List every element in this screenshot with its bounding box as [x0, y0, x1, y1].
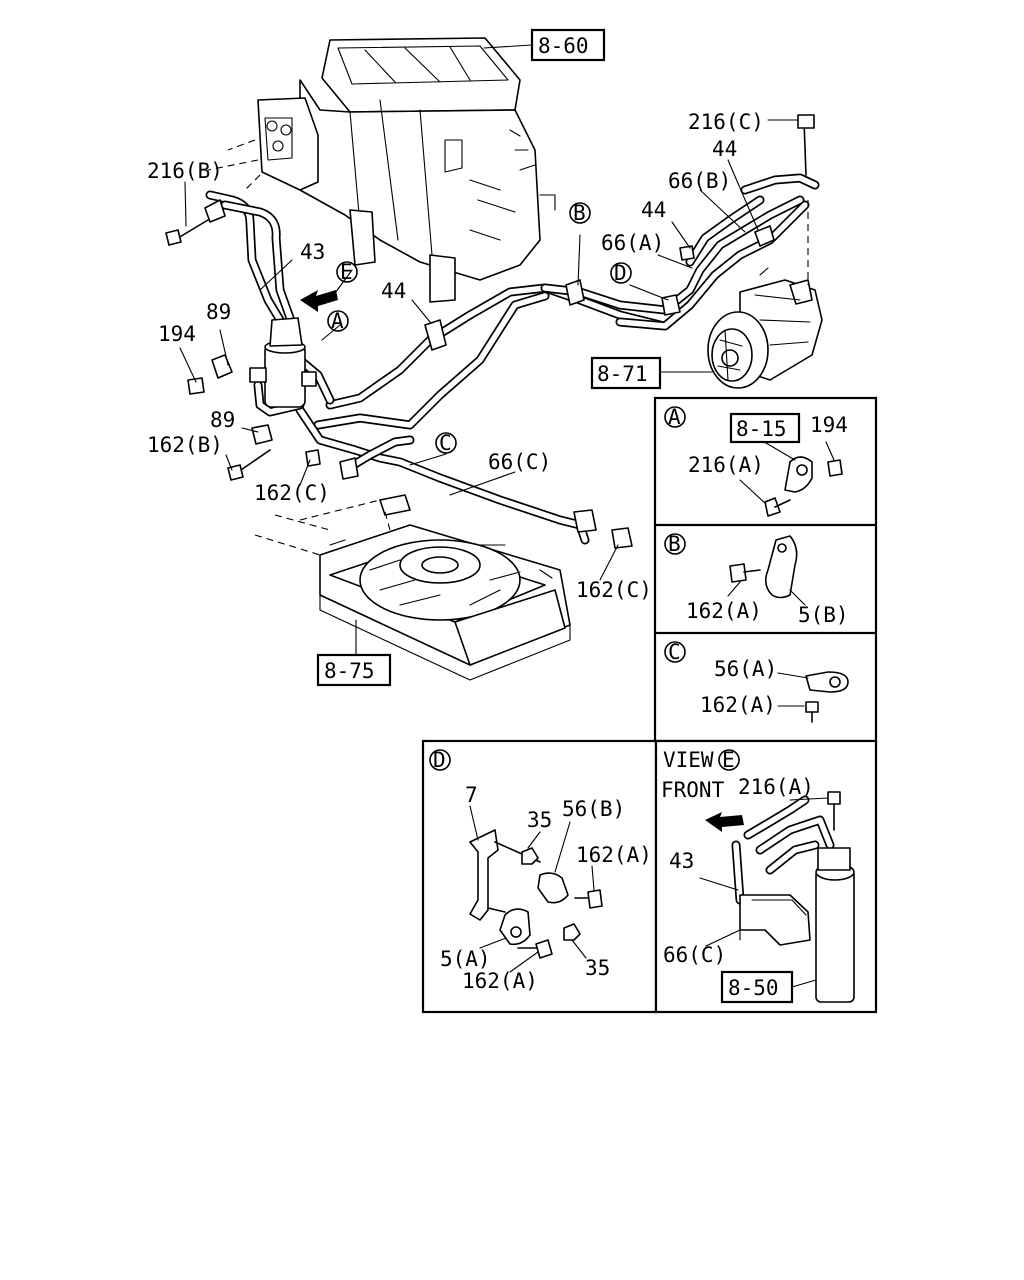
svg-text:A: A: [331, 309, 344, 333]
svg-text:D: D: [614, 261, 627, 285]
view-e-front-label: FRONT: [661, 778, 725, 802]
detail-c-letter: C: [668, 640, 681, 664]
detail-b-label-5b: 5(B): [798, 603, 849, 627]
receiver-drier-main: [249, 317, 317, 408]
front-arrow-icon: [705, 812, 744, 832]
ref-heater-unit: 8-60: [538, 34, 589, 58]
detail-c-label-56a: 56(A): [714, 657, 777, 681]
label-216c: 216(C): [688, 110, 764, 134]
detail-b: B 162(A) 5(B): [664, 532, 849, 627]
view-e: VIEW E FRONT 216(A) 43 66(C): [661, 748, 855, 1003]
ref-receiver-drier: 8-50: [728, 976, 779, 1000]
callout-d: D: [610, 261, 632, 285]
detail-b-label-162a: 162(A): [686, 599, 762, 623]
svg-text:C: C: [439, 431, 452, 455]
label-194: 194: [158, 322, 196, 346]
view-e-label-43: 43: [669, 849, 694, 873]
view-e-letter: E: [722, 748, 735, 772]
compressor-drawing: [707, 267, 823, 389]
view-direction-arrow-icon: [300, 290, 338, 312]
label-66c: 66(C): [488, 450, 551, 474]
callout-e: E: [336, 260, 358, 284]
label-44-top: 44: [712, 137, 737, 161]
phantom-lines-condenser: [254, 499, 391, 556]
detail-a-letter: A: [668, 405, 681, 429]
label-162c-right: 162(C): [576, 578, 652, 602]
ref-box-heater-unit: [530, 28, 606, 62]
detail-c: C 56(A) 162(A): [664, 640, 849, 723]
label-44-mid: 44: [641, 198, 666, 222]
label-162b: 162(B): [147, 433, 223, 457]
condenser-drawing: [319, 494, 571, 681]
label-66a: 66(A): [601, 231, 664, 255]
detail-d-label-7: 7: [465, 783, 478, 807]
detail-d-label-35-top: 35: [527, 808, 552, 832]
leader-heater: [483, 44, 533, 49]
label-44-left: 44: [381, 279, 406, 303]
ref-detail-a: 8-15: [736, 417, 787, 441]
detail-a-label-216a: 216(A): [688, 453, 764, 477]
detail-d-letter: D: [433, 748, 446, 772]
detail-panel-d: [421, 739, 658, 1014]
callout-c: C: [435, 431, 457, 455]
detail-b-letter: B: [668, 532, 681, 556]
label-89-top: 89: [206, 300, 231, 324]
ref-box-detail-a: [729, 412, 801, 444]
label-216b: 216(B): [147, 159, 223, 183]
label-162c-left: 162(C): [254, 481, 330, 505]
label-43: 43: [300, 240, 325, 264]
detail-d-label-56b: 56(B): [562, 797, 625, 821]
view-e-label-216a: 216(A): [738, 775, 814, 799]
ref-compressor: 8-71: [597, 362, 648, 386]
detail-d-label-35-bottom: 35: [585, 956, 610, 980]
callout-a: A: [327, 309, 349, 333]
heater-unit-drawing: [257, 37, 556, 303]
label-89-bottom: 89: [210, 408, 235, 432]
detail-d: D 7 35 56(B) 162(A) 5(A) 162(A) 35: [429, 748, 652, 993]
detail-c-label-162a: 162(A): [700, 693, 776, 717]
leader-receiver-drier: [791, 979, 817, 988]
svg-text:B: B: [573, 201, 586, 225]
detail-a: A 8-15 194 216(A): [664, 405, 848, 517]
detail-d-label-162a-right: 162(A): [576, 843, 652, 867]
hardware-main: [165, 114, 815, 549]
detail-d-label-5a: 5(A): [440, 947, 491, 971]
ref-box-condenser: [316, 653, 392, 687]
label-66b: 66(B): [668, 169, 731, 193]
main-leaders: [179, 119, 799, 581]
view-e-label-66c: 66(C): [663, 943, 726, 967]
detail-d-label-162a-bottom: 162(A): [462, 969, 538, 993]
ref-box-compressor: [590, 356, 662, 390]
callout-b: B: [569, 201, 591, 225]
svg-text:E: E: [340, 260, 353, 284]
detail-a-label-194: 194: [810, 413, 848, 437]
view-e-word: VIEW: [663, 748, 714, 772]
phantom-lines-heater: [207, 139, 261, 191]
ref-condenser: 8-75: [324, 659, 375, 683]
